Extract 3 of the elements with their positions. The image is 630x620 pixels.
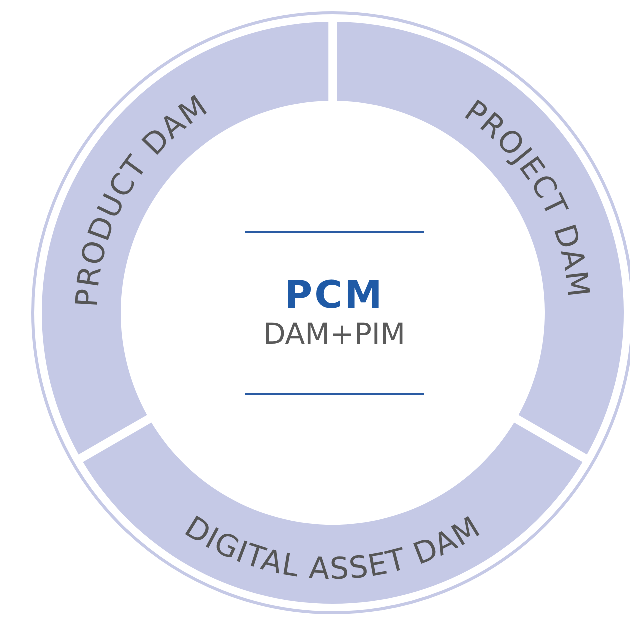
center-title: PCM	[284, 274, 384, 316]
center-subtitle: DAM+PIM	[263, 316, 406, 352]
center-panel	[245, 231, 424, 395]
